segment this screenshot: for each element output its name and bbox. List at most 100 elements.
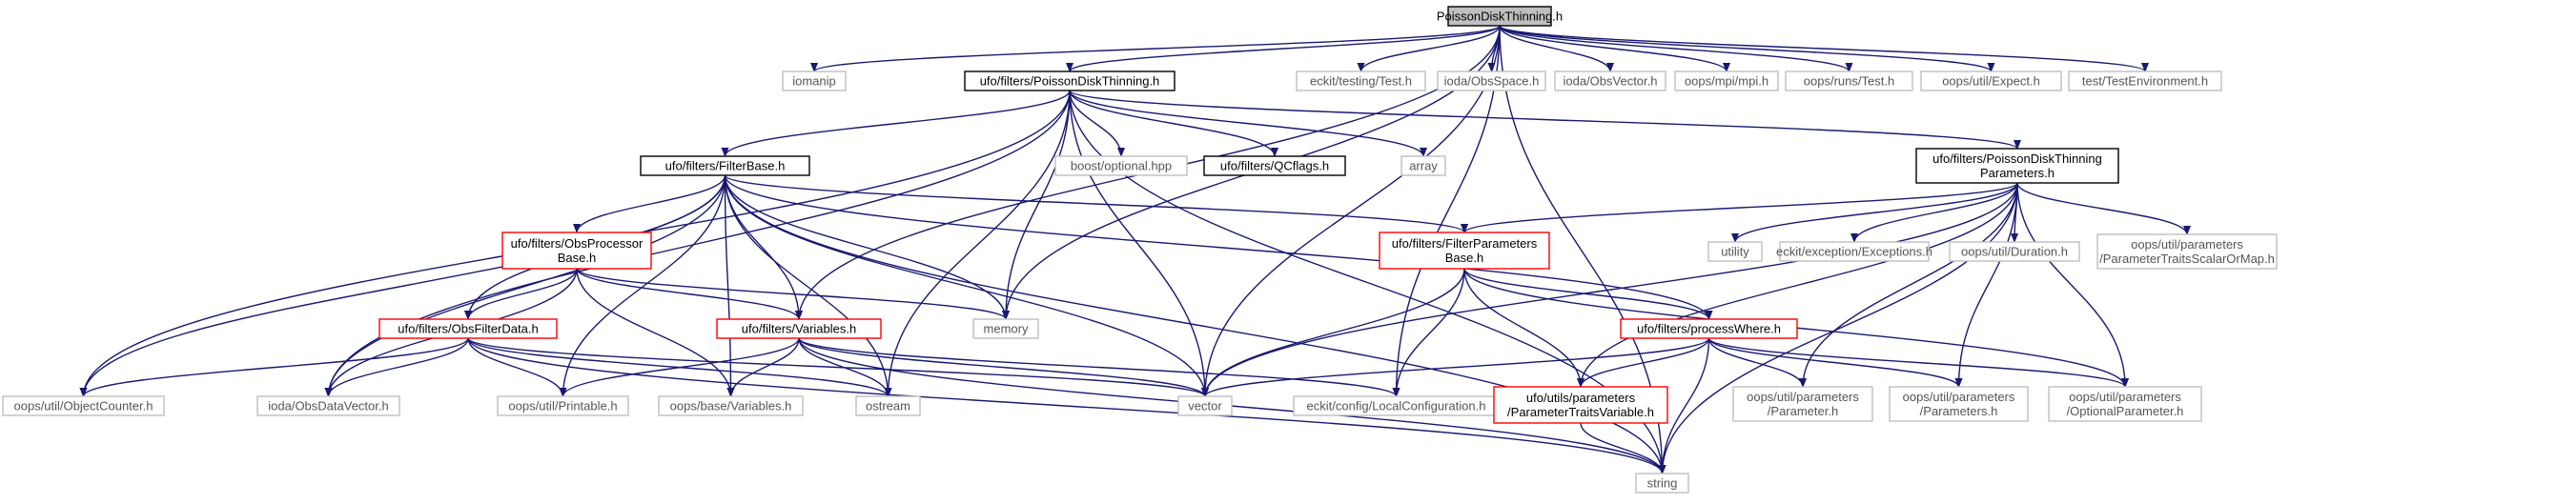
node-box — [1920, 71, 2062, 91]
node-box — [1732, 386, 1873, 422]
node-box — [1674, 71, 1779, 91]
edge-filterparams-to-processwhere — [1463, 268, 1713, 320]
edge-obsfilterdata-to-obsdatavector — [324, 337, 469, 397]
node-box — [1707, 241, 1763, 262]
node-label: eckit/exception/Exceptions.h — [1776, 245, 1932, 259]
node-memory: memory — [972, 318, 1039, 339]
node-box — [855, 395, 921, 416]
node-label: oops/util/Printable.h — [508, 399, 617, 413]
node-label: Base.h — [1445, 251, 1483, 265]
edge-variables-to-vector — [798, 337, 1209, 397]
edge-pdtparams-to-parameters — [1954, 182, 2018, 388]
node-eckit_test: eckit/testing/Test.h — [1296, 71, 1426, 91]
node-root[interactable]: PoissonDiskThinning.h — [1437, 6, 1563, 27]
node-label: ufo/utils/parameters — [1526, 391, 1636, 405]
node-box — [2068, 71, 2222, 91]
node-duration: oops/util/Duration.h — [1949, 241, 2080, 262]
edge-variables-to-localconf — [798, 337, 1400, 397]
node-label: ufo/filters/ObsProcessor — [511, 236, 644, 251]
node-box — [782, 71, 847, 91]
node-box — [640, 155, 810, 176]
node-label: ioda/ObsSpace.h — [1444, 74, 1540, 89]
edge-pdt-to-boost_opt — [1069, 90, 1125, 157]
node-box — [1620, 318, 1798, 339]
node-box — [2096, 233, 2278, 270]
node-label: ufo/filters/FilterParameters — [1392, 236, 1538, 251]
node-label: Parameters.h — [1980, 166, 2055, 180]
node-label: ostream — [866, 399, 910, 413]
edge-pdtparams-to-string — [1658, 182, 2018, 474]
edge-root-to-testenv — [1499, 25, 2149, 72]
edge-pdt-to-pdtparams — [1069, 90, 2021, 150]
node-box — [716, 318, 882, 339]
node-qcflags[interactable]: ufo/filters/QCflags.h — [1203, 155, 1346, 176]
edge-root-to-eckit_test — [1357, 25, 1501, 72]
node-label: utility — [1721, 245, 1749, 259]
edge-pdt-to-ostream — [884, 90, 1071, 397]
node-box — [1437, 71, 1546, 91]
node-optparam: oops/util/parameters/OptionalParameter.h — [2048, 386, 2202, 422]
node-label: /ParameterTraitsVariable.h — [1507, 405, 1654, 419]
node-box — [972, 318, 1039, 339]
node-obsfilterdata[interactable]: ufo/filters/ObsFilterData.h — [378, 318, 558, 339]
node-label: vector — [1188, 399, 1222, 413]
node-exceptions: eckit/exception/Exceptions.h — [1776, 241, 1932, 262]
node-label: ufo/filters/ObsFilterData.h — [398, 322, 538, 336]
node-pdtparams[interactable]: ufo/filters/PoissonDiskThinningParameter… — [1915, 148, 2119, 184]
edge-filterbase-to-oopsvars — [724, 174, 735, 397]
node-label: oops/util/parameters — [2069, 390, 2181, 404]
node-ptscalar: oops/util/parameters/ParameterTraitsScal… — [2096, 233, 2278, 270]
node-label: PoissonDiskThinning.h — [1437, 10, 1563, 24]
node-box — [1915, 148, 2119, 184]
edge-filterparams-to-vector — [1201, 268, 1465, 397]
node-testenv: test/TestEnvironment.h — [2068, 71, 2222, 91]
edge-processwhere-to-string — [1658, 337, 1710, 474]
node-label: ufo/filters/FilterBase.h — [665, 159, 786, 173]
node-box — [964, 71, 1176, 91]
edge-filterbase-to-objcounter — [79, 174, 726, 397]
node-localconf: eckit/config/LocalConfiguration.h — [1293, 395, 1500, 416]
node-box — [1635, 473, 1689, 494]
node-pdt[interactable]: ufo/filters/PoissonDiskThinning.h — [964, 71, 1176, 91]
node-label: oops/util/parameters — [1747, 390, 1859, 404]
node-oopsvars: oops/base/Variables.h — [658, 395, 804, 416]
node-label: test/TestEnvironment.h — [2082, 74, 2208, 89]
edge-root-to-pdt — [1066, 25, 1501, 72]
edge-ptvariable-to-string — [1580, 422, 1666, 474]
node-ptvariable[interactable]: ufo/utils/parameters/ParameterTraitsVari… — [1493, 386, 1668, 424]
edge-filterbase-to-processwhere — [724, 174, 1713, 320]
edge-root-to-runs_test — [1499, 25, 1853, 72]
node-label: oops/util/Duration.h — [1961, 245, 2068, 259]
node-box — [1177, 395, 1233, 416]
node-boost_opt: boost/optional.hpp — [1054, 155, 1188, 176]
edge-processwhere-to-vector — [1201, 337, 1710, 397]
node-printable: oops/util/Printable.h — [497, 395, 629, 416]
edge-obsfilterdata-to-objcounter — [79, 337, 469, 397]
edge-pdt-to-memory — [1002, 90, 1071, 320]
node-box — [1779, 241, 1930, 262]
node-variables[interactable]: ufo/filters/Variables.h — [716, 318, 882, 339]
node-box — [256, 395, 400, 416]
edge-processwhere-to-ptvariable — [1577, 337, 1710, 388]
node-label: oops/base/Variables.h — [670, 399, 792, 413]
node-mpi: oops/mpi/mpi.h — [1674, 71, 1779, 91]
node-filterbase[interactable]: ufo/filters/FilterBase.h — [640, 155, 810, 176]
node-box — [1889, 386, 2029, 422]
node-label: array — [1409, 159, 1438, 173]
edge-variables-to-ostream — [798, 337, 892, 397]
node-label: ufo/filters/PoissonDiskThinning — [1932, 151, 2102, 166]
node-processwhere[interactable]: ufo/filters/processWhere.h — [1620, 318, 1798, 339]
edge-pdt-to-qcflags — [1069, 90, 1278, 157]
edge-obsproc-to-memory — [576, 268, 1010, 320]
edge-pdtparams-to-exceptions — [1850, 182, 2018, 243]
edge-filterparams-to-localconf — [1392, 268, 1465, 397]
edge-filterbase-to-obsproc — [573, 174, 726, 233]
edge-pdtparams-to-vector — [1201, 182, 2018, 397]
node-label: eckit/config/LocalConfiguration.h — [1307, 399, 1486, 413]
node-box — [501, 232, 652, 270]
node-label: oops/util/parameters — [2131, 237, 2243, 252]
